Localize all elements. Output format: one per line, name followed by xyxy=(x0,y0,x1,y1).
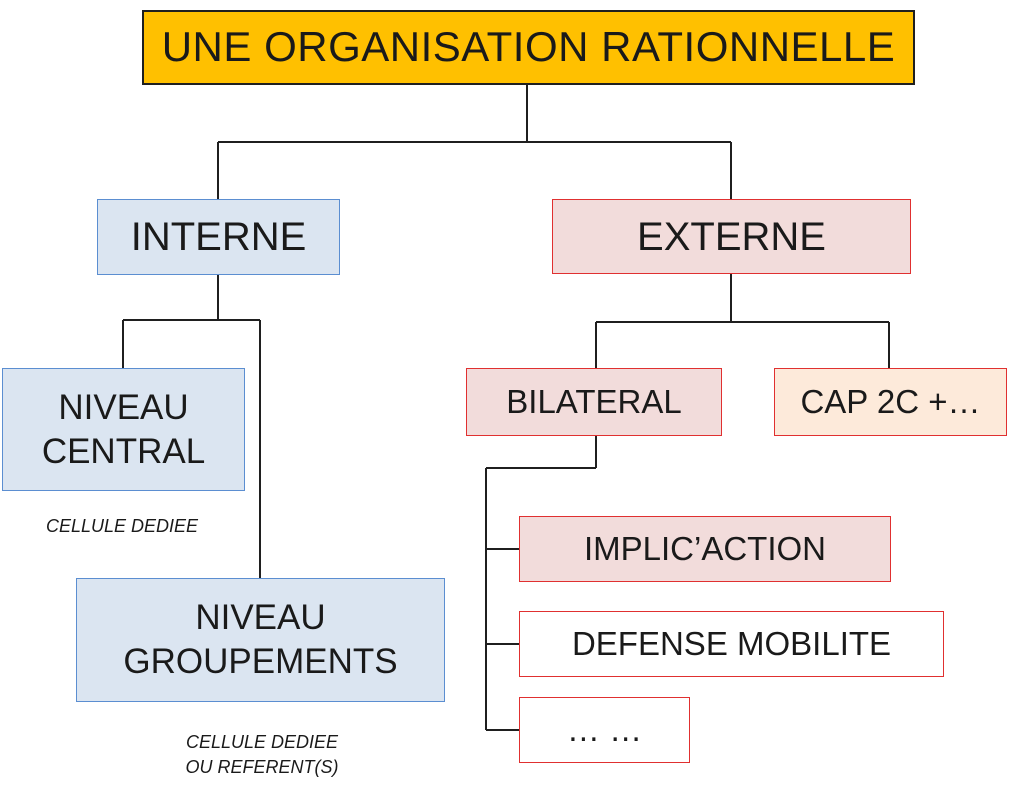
niveau-groupements-line1: NIVEAU xyxy=(195,598,326,638)
connector-bilateral-to-items xyxy=(485,436,597,731)
interne-box: INTERNE xyxy=(97,199,340,275)
bilateral-box: BILATERAL xyxy=(466,368,722,436)
connector-interne-to-niveaux xyxy=(122,275,261,578)
cap2c-box: CAP 2C +… xyxy=(774,368,1007,436)
implicaction-label: IMPLIC’ACTION xyxy=(583,530,827,568)
niveau-groupements-note-line2: OU REFERENT(S) xyxy=(185,757,339,778)
niveau-groupements-line2: GROUPEMENTS xyxy=(123,642,398,681)
niveau-groupements-note-line1: CELLULE DEDIEE xyxy=(185,732,339,752)
defense-mobilite-label: DEFENSE MOBILITE xyxy=(571,625,892,663)
niveau-central-line2: CENTRAL xyxy=(41,431,206,471)
title-text: UNE ORGANISATION RATIONNELLE xyxy=(161,23,896,71)
connector-externe-to-children xyxy=(595,274,890,368)
ellipsis-box: … … xyxy=(519,697,690,763)
externe-label: EXTERNE xyxy=(637,214,826,259)
bilateral-label: BILATERAL xyxy=(506,383,682,421)
niveau-groupements-box: NIVEAU GROUPEMENTS xyxy=(76,578,445,702)
niveau-groupements-note: CELLULE DEDIEE OU REFERENT(S) xyxy=(140,730,384,780)
niveau-central-line1: NIVEAU xyxy=(58,387,189,427)
niveau-central-box: NIVEAU CENTRAL xyxy=(2,368,245,491)
externe-box: EXTERNE xyxy=(552,199,911,274)
defense-mobilite-box: DEFENSE MOBILITE xyxy=(519,611,944,677)
implicaction-box: IMPLIC’ACTION xyxy=(519,516,891,582)
niveau-central-note-text: CELLULE DEDIEE xyxy=(45,516,199,536)
connector-title-to-branches xyxy=(217,85,732,199)
niveau-central-note: CELLULE DEDIEE xyxy=(0,514,244,539)
interne-label: INTERNE xyxy=(130,215,307,259)
cap2c-label: CAP 2C +… xyxy=(800,383,981,421)
ellipsis-label: … … xyxy=(566,711,643,749)
title-box: UNE ORGANISATION RATIONNELLE xyxy=(142,10,915,85)
